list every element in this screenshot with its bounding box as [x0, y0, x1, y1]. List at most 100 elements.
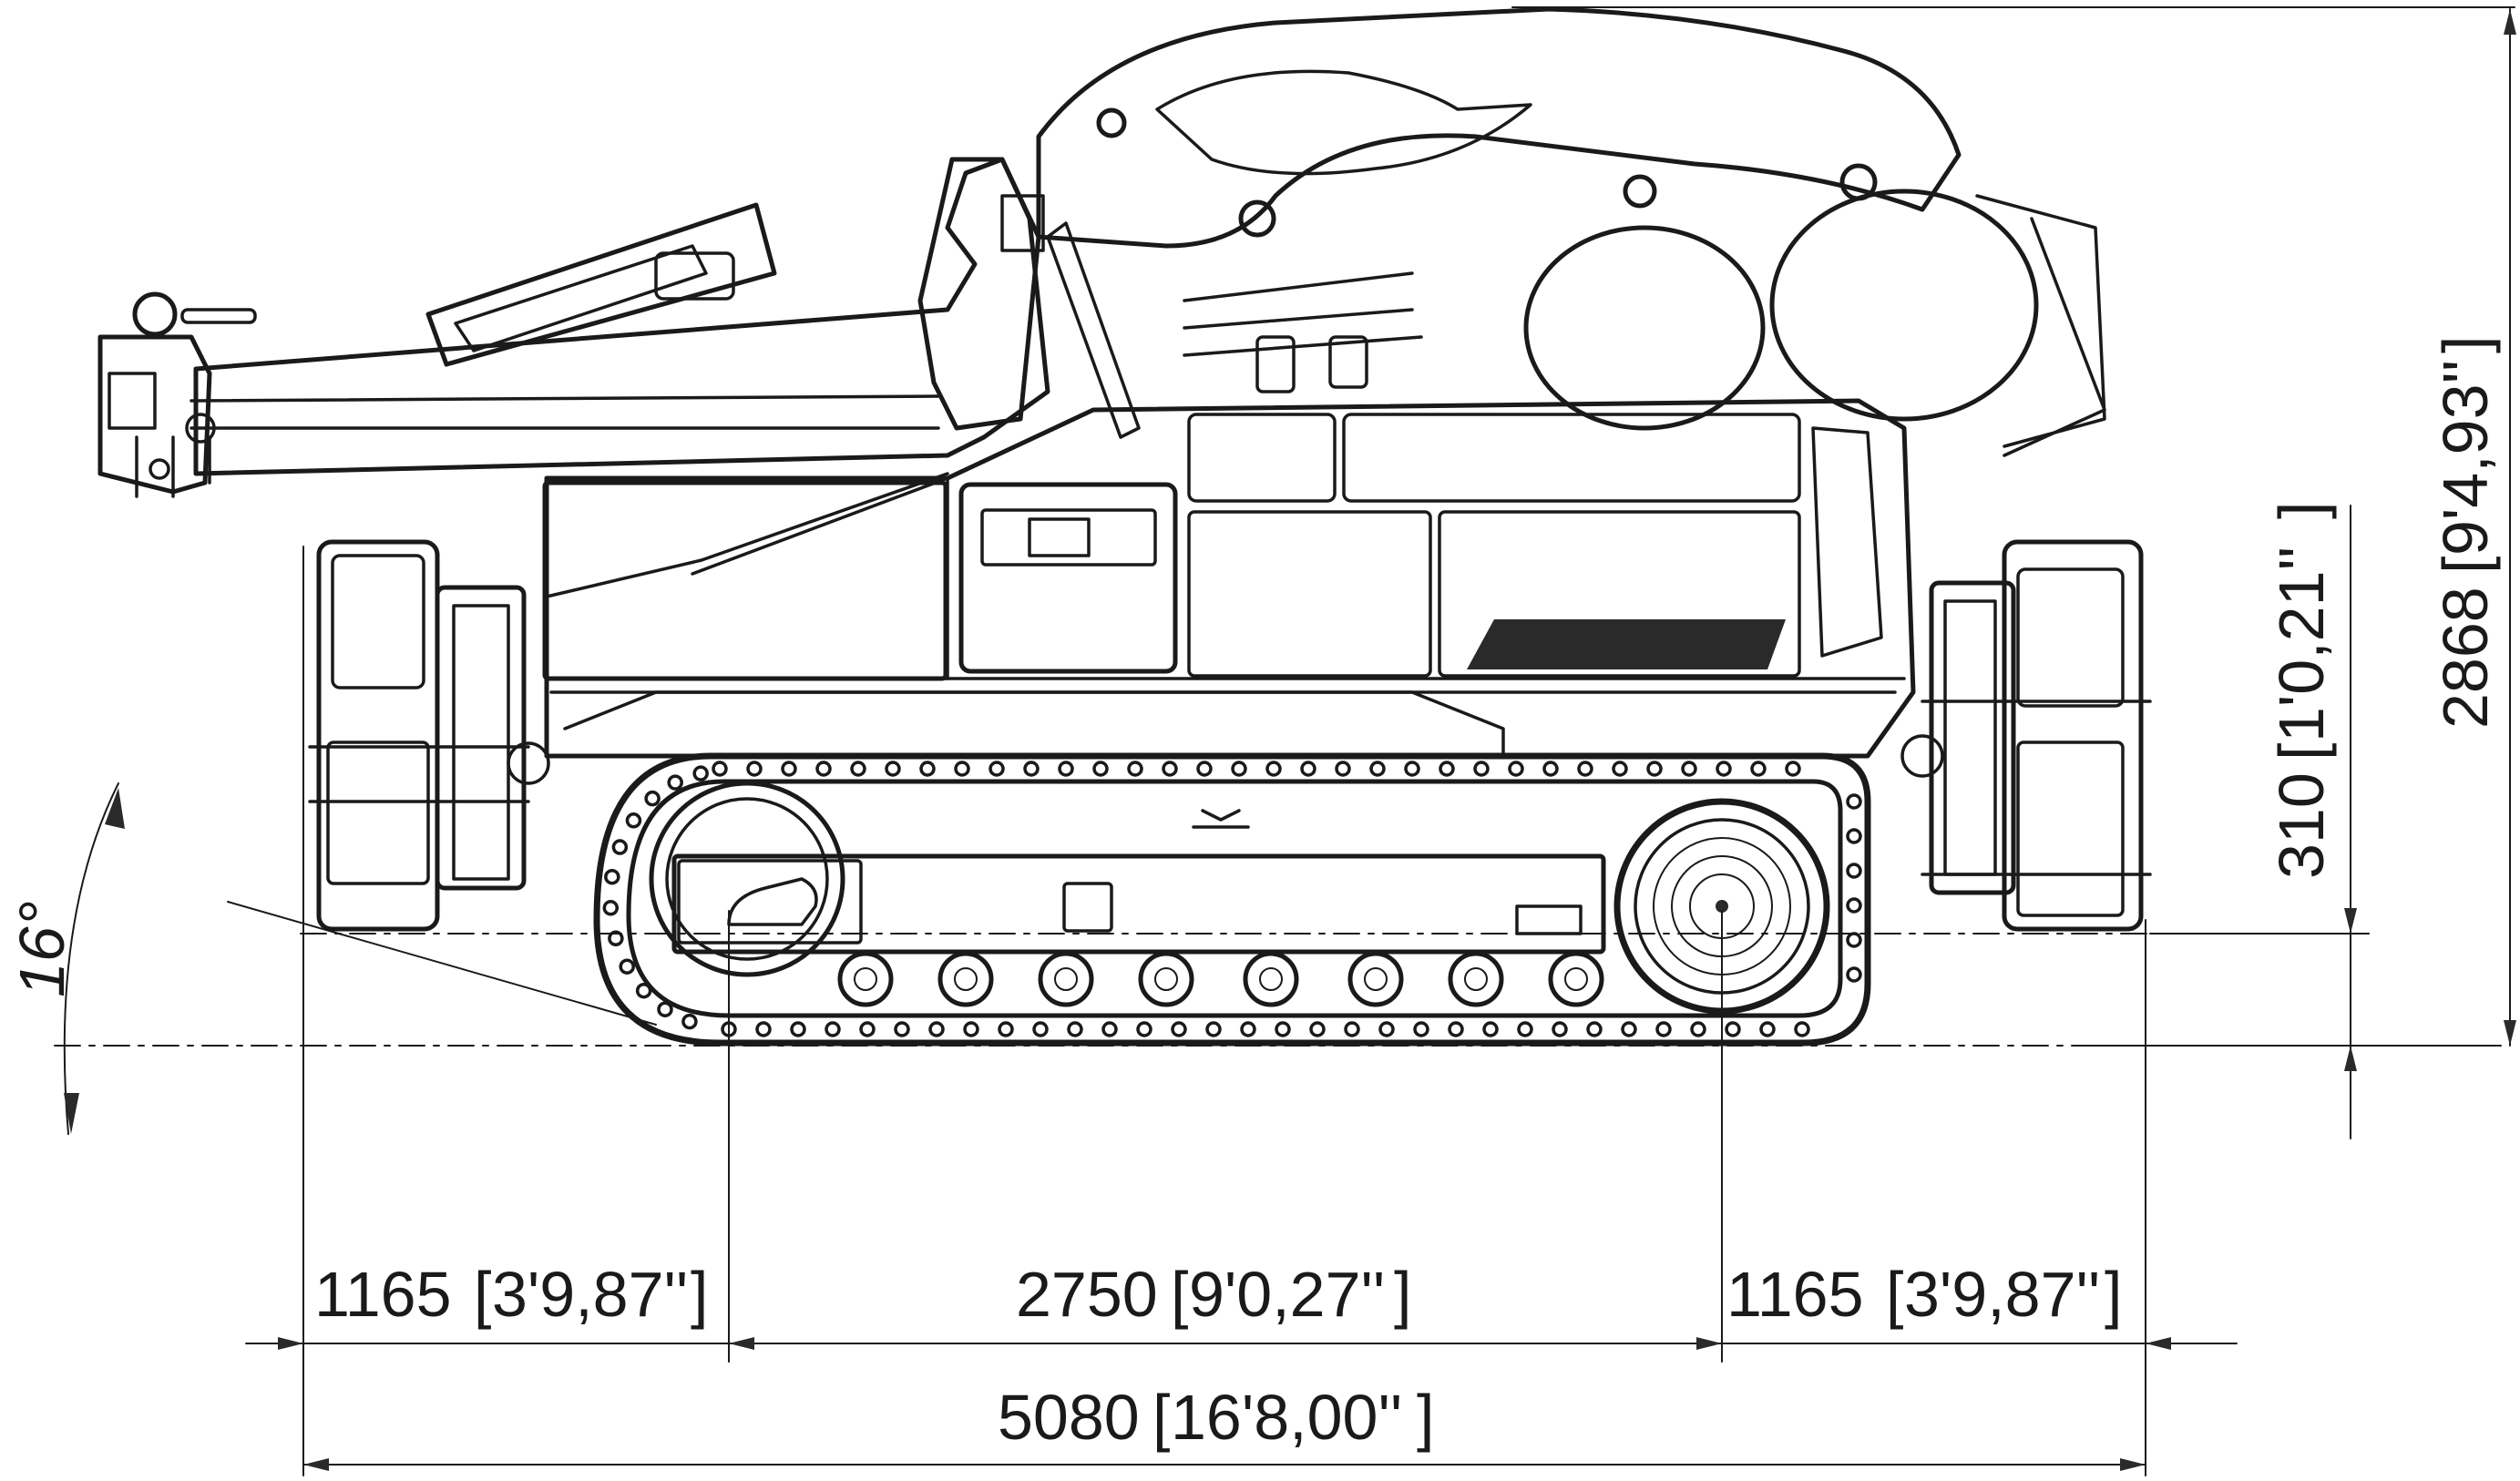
- track-link: [1309, 1021, 1326, 1037]
- track-link: [1171, 1021, 1187, 1037]
- bracket-open: [: [2266, 743, 2337, 761]
- track-link: [998, 1021, 1014, 1037]
- track-links: [602, 761, 1862, 1037]
- tool-head: [97, 291, 257, 498]
- bracket-close: ]: [2105, 1259, 2122, 1330]
- bracket-open: [: [1886, 1259, 1903, 1330]
- track-link: [1690, 1021, 1706, 1037]
- track-link: [608, 930, 624, 947]
- track-link: [1716, 761, 1732, 777]
- crane-boom: [190, 6, 2106, 476]
- track-link: [1846, 828, 1862, 844]
- track-link: [1785, 761, 1801, 777]
- track-link: [746, 761, 763, 777]
- track-link: [1240, 1021, 1256, 1037]
- track-link: [1162, 761, 1178, 777]
- bracket-open: [: [2430, 557, 2501, 574]
- chassis: [542, 398, 1916, 759]
- bracket-open: [: [474, 1259, 491, 1330]
- track-link: [1846, 932, 1862, 948]
- track-link: [850, 761, 866, 777]
- track-link: [611, 839, 629, 855]
- track-link: [1759, 1021, 1776, 1037]
- front-overhang-imperial: 3'9,87'': [492, 1259, 688, 1330]
- track-link: [1205, 1021, 1222, 1037]
- track-link: [1517, 1021, 1533, 1037]
- track-link: [1127, 761, 1143, 777]
- bracket-open: [: [1152, 1382, 1170, 1453]
- bracket-open: [: [1171, 1259, 1188, 1330]
- track-link: [1612, 761, 1628, 777]
- track-link: [1646, 761, 1663, 777]
- bracket-close: ]: [1417, 1382, 1434, 1453]
- track-link: [657, 1001, 673, 1017]
- track-link: [1032, 1021, 1049, 1037]
- track-span-value: 2750: [1016, 1259, 1158, 1330]
- track-link: [692, 765, 709, 781]
- track-link: [619, 958, 635, 975]
- track-link: [602, 900, 620, 916]
- track-link: [1586, 1021, 1603, 1037]
- bracket-close: ]: [691, 1259, 708, 1330]
- track-link: [1413, 1021, 1429, 1037]
- track-link: [1101, 1021, 1118, 1037]
- track-link: [1846, 863, 1862, 879]
- track-link: [1369, 761, 1386, 777]
- track-span-imperial: 9'0,27'': [1189, 1259, 1385, 1330]
- track-link: [1275, 1021, 1291, 1037]
- track-link: [1482, 1021, 1499, 1037]
- track-link: [644, 790, 661, 807]
- bracket-close: ]: [2430, 336, 2501, 353]
- overall-height-value: 2868: [2430, 587, 2501, 729]
- track-link: [790, 1021, 806, 1037]
- track-link: [1067, 1021, 1083, 1037]
- track-link: [1265, 761, 1282, 777]
- ground-clearance-value: 310: [2266, 772, 2337, 879]
- track-link: [1439, 761, 1455, 777]
- bracket-close: ]: [2266, 502, 2337, 519]
- track-link: [885, 761, 901, 777]
- track-link: [1552, 1021, 1568, 1037]
- track-link: [1508, 761, 1524, 777]
- track-link: [1335, 761, 1351, 777]
- track-link: [1725, 1021, 1741, 1037]
- front-overhang-value: 1165: [314, 1259, 452, 1330]
- dimension-lines: [63, 6, 2516, 1476]
- rear-overhang-dimension: 1165 [ 3'9,87'' ]: [1726, 1259, 2122, 1330]
- track-link: [1846, 793, 1862, 810]
- overall-length-imperial: 16'8,00'': [1171, 1382, 1402, 1453]
- track-link: [1023, 761, 1040, 777]
- track-link: [1300, 761, 1316, 777]
- track-link: [1750, 761, 1767, 777]
- track-link: [755, 1021, 772, 1037]
- track-link: [1577, 761, 1593, 777]
- approach-angle-dimension: 16°: [6, 901, 77, 997]
- track-link: [1058, 761, 1074, 777]
- dimension-labels: 1165 [ 3'9,87'' ] 2750 [ 9'0,27'' ] 1165…: [6, 336, 2501, 1453]
- machine-outline: [54, 6, 2497, 1047]
- bracket-close: ]: [1394, 1259, 1411, 1330]
- track-link: [635, 982, 652, 999]
- track-link: [667, 774, 683, 791]
- ground-clearance-imperial: 1'0,21'': [2266, 546, 2337, 742]
- track-link: [681, 1013, 698, 1030]
- track-link: [1655, 1021, 1672, 1037]
- track-link: [989, 761, 1005, 777]
- track-link: [859, 1021, 876, 1037]
- track-link: [1681, 761, 1697, 777]
- track-link: [963, 1021, 979, 1037]
- track-link: [825, 1021, 841, 1037]
- approach-angle-value: 16°: [6, 901, 77, 997]
- track-link: [781, 761, 797, 777]
- track-link: [919, 761, 936, 777]
- right-outrigger: [1900, 539, 2152, 932]
- overall-length-dimension: 5080 [ 16'8,00'' ]: [998, 1382, 1434, 1453]
- track-link: [1621, 1021, 1637, 1037]
- track-link: [1378, 1021, 1395, 1037]
- track-link: [712, 761, 728, 777]
- track-link: [604, 868, 620, 885]
- overall-length-value: 5080: [998, 1382, 1140, 1453]
- track-span-dimension: 2750 [ 9'0,27'' ]: [1016, 1259, 1411, 1330]
- track-link: [1196, 761, 1213, 777]
